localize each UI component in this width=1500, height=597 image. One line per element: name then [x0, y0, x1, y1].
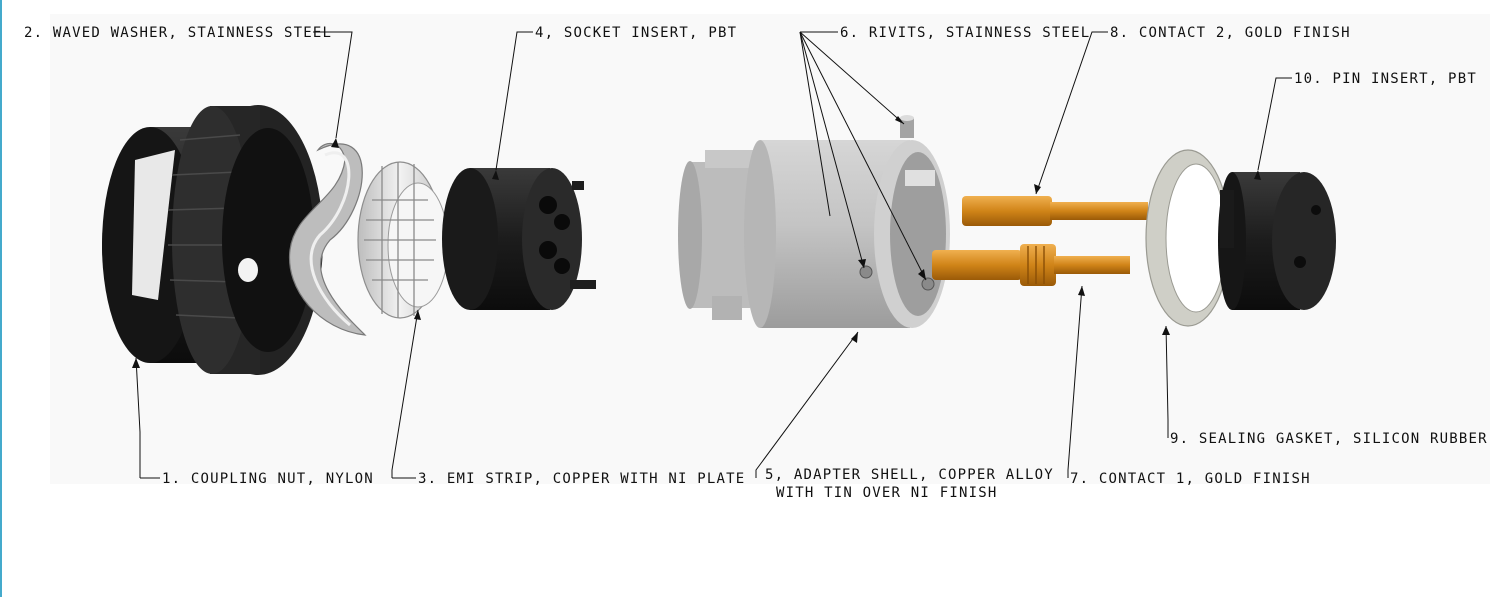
- part-contact-1: [932, 244, 1130, 286]
- label-rivets: 6. RIVITS, STAINNESS STEEL: [840, 25, 1090, 41]
- label-waved-washer: 2. WAVED WASHER, STAINNESS STEEL: [24, 25, 332, 41]
- label-pin-insert: 10. PIN INSERT, PBT: [1294, 71, 1477, 87]
- part-emi-strip: [357, 161, 449, 319]
- part-sealing-gasket: [1145, 149, 1231, 327]
- label-contact-2: 8. CONTACT 2, GOLD FINISH: [1110, 25, 1351, 41]
- label-adapter-shell-line2: WITH TIN OVER NI FINISH: [776, 485, 997, 501]
- leader-lines: [135, 31, 1292, 479]
- part-pin-insert: [1218, 172, 1336, 310]
- leader-arrowheads: [132, 116, 1261, 368]
- part-coupling-nut: [102, 105, 323, 375]
- part-socket-insert: [442, 168, 596, 310]
- part-waved-washer: [288, 142, 367, 336]
- part-adapter-shell: [678, 115, 950, 328]
- label-adapter-shell-line1: 5, ADAPTER SHELL, COPPER ALLOY: [765, 467, 1054, 483]
- label-emi-strip: 3. EMI STRIP, COPPER WITH NI PLATE: [418, 471, 745, 487]
- label-sealing-gasket: 9. SEALING GASKET, SILICON RUBBER: [1170, 431, 1488, 447]
- label-coupling-nut: 1. COUPLING NUT, NYLON: [162, 471, 374, 487]
- left-edge-line: [0, 0, 2, 597]
- label-contact-1: 7. CONTACT 1, GOLD FINISH: [1070, 471, 1311, 487]
- label-socket-insert: 4, SOCKET INSERT, PBT: [535, 25, 737, 41]
- part-contact-2: [962, 196, 1148, 226]
